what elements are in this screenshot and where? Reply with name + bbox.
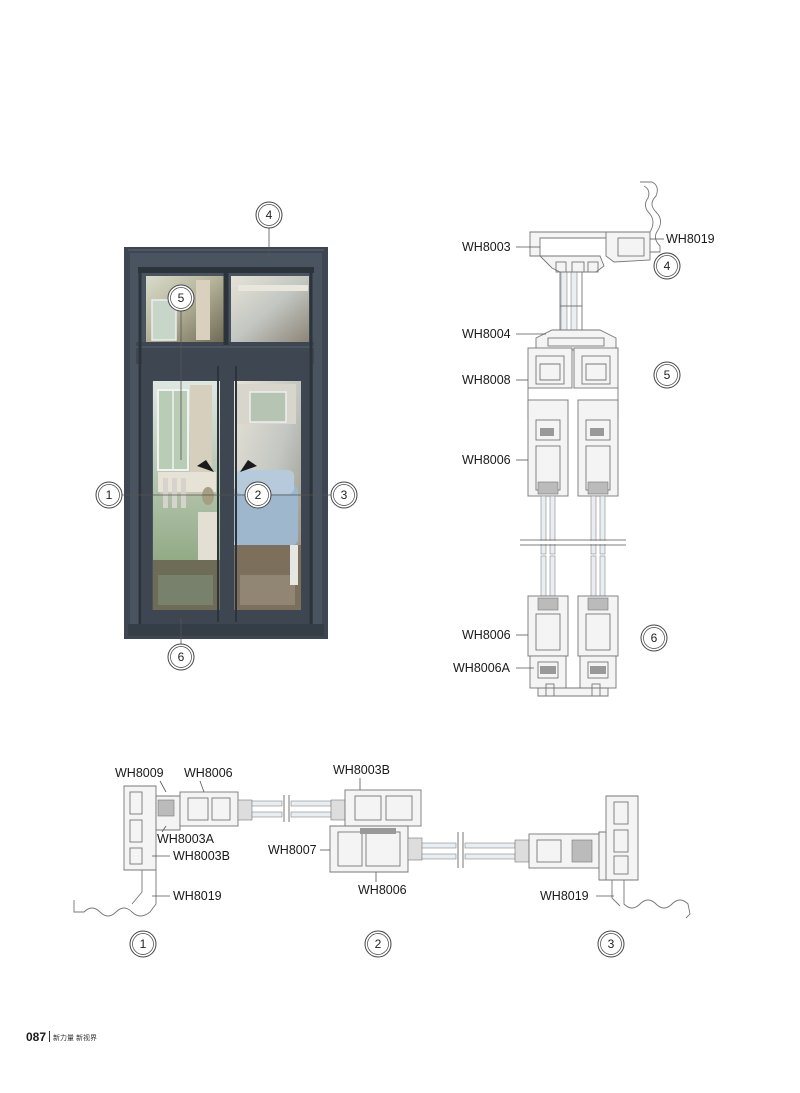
callout-vertical-4: 4 <box>653 252 681 280</box>
callout-vertical-5: 5 <box>653 361 681 389</box>
callout-elevation-2: 2 <box>244 481 272 509</box>
callout-number: 5 <box>178 291 185 305</box>
callout-number: 2 <box>255 488 262 502</box>
callout-number: 1 <box>140 937 147 951</box>
label-wh8008: WH8008 <box>462 373 511 387</box>
callout-horizontal-2: 2 <box>364 930 392 958</box>
footer-divider <box>49 1031 51 1042</box>
callout-number: 4 <box>266 208 273 222</box>
callout-number: 3 <box>341 488 348 502</box>
callout-vertical-6: 6 <box>640 624 668 652</box>
callout-number: 5 <box>664 368 671 382</box>
callout-number: 6 <box>178 650 185 664</box>
label-wh8006a: WH8006A <box>453 661 511 675</box>
label-wh8003b-center: WH8003B <box>333 763 390 777</box>
vertical-section <box>516 181 664 697</box>
slide-arrow-left-icon <box>197 460 214 472</box>
label-wh8019-right: WH8019 <box>540 889 589 903</box>
label-wh8003a: WH8003A <box>157 832 215 846</box>
page-number: 087 <box>26 1030 47 1044</box>
label-wh8003b-left: WH8003B <box>173 849 230 863</box>
label-wh8004: WH8004 <box>462 327 511 341</box>
door-elevation <box>122 228 331 645</box>
label-wh8006-center: WH8006 <box>358 883 407 897</box>
callout-number: 4 <box>664 259 671 273</box>
callout-elevation-4: 4 <box>255 201 283 229</box>
label-wh8006-lower: WH8006 <box>462 628 511 642</box>
label-wh8019-left: WH8019 <box>173 889 222 903</box>
callout-elevation-6: 6 <box>167 643 195 671</box>
label-wh8009: WH8009 <box>115 766 164 780</box>
page-footer: 087 新力量 新视界 <box>26 1030 97 1044</box>
publisher-slogan: 新力量 新视界 <box>53 1035 97 1042</box>
callout-elevation-3: 3 <box>330 481 358 509</box>
label-wh8019: WH8019 <box>666 232 715 246</box>
callout-number: 2 <box>375 937 382 951</box>
callout-number: 1 <box>106 488 113 502</box>
label-wh8003: WH8003 <box>462 240 511 254</box>
callout-horizontal-3: 3 <box>597 930 625 958</box>
transom-bar <box>136 342 314 364</box>
callout-number: 6 <box>651 631 658 645</box>
callout-elevation-1: 1 <box>95 481 123 509</box>
callout-horizontal-1: 1 <box>129 930 157 958</box>
label-wh8006-upper: WH8006 <box>462 453 511 467</box>
callout-elevation-5: 5 <box>167 284 195 312</box>
callout-number: 3 <box>608 937 615 951</box>
label-wh8007: WH8007 <box>268 843 317 857</box>
label-wh8006-left: WH8006 <box>184 766 233 780</box>
horizontal-section <box>73 778 691 919</box>
slide-arrow-right-icon <box>240 460 257 472</box>
